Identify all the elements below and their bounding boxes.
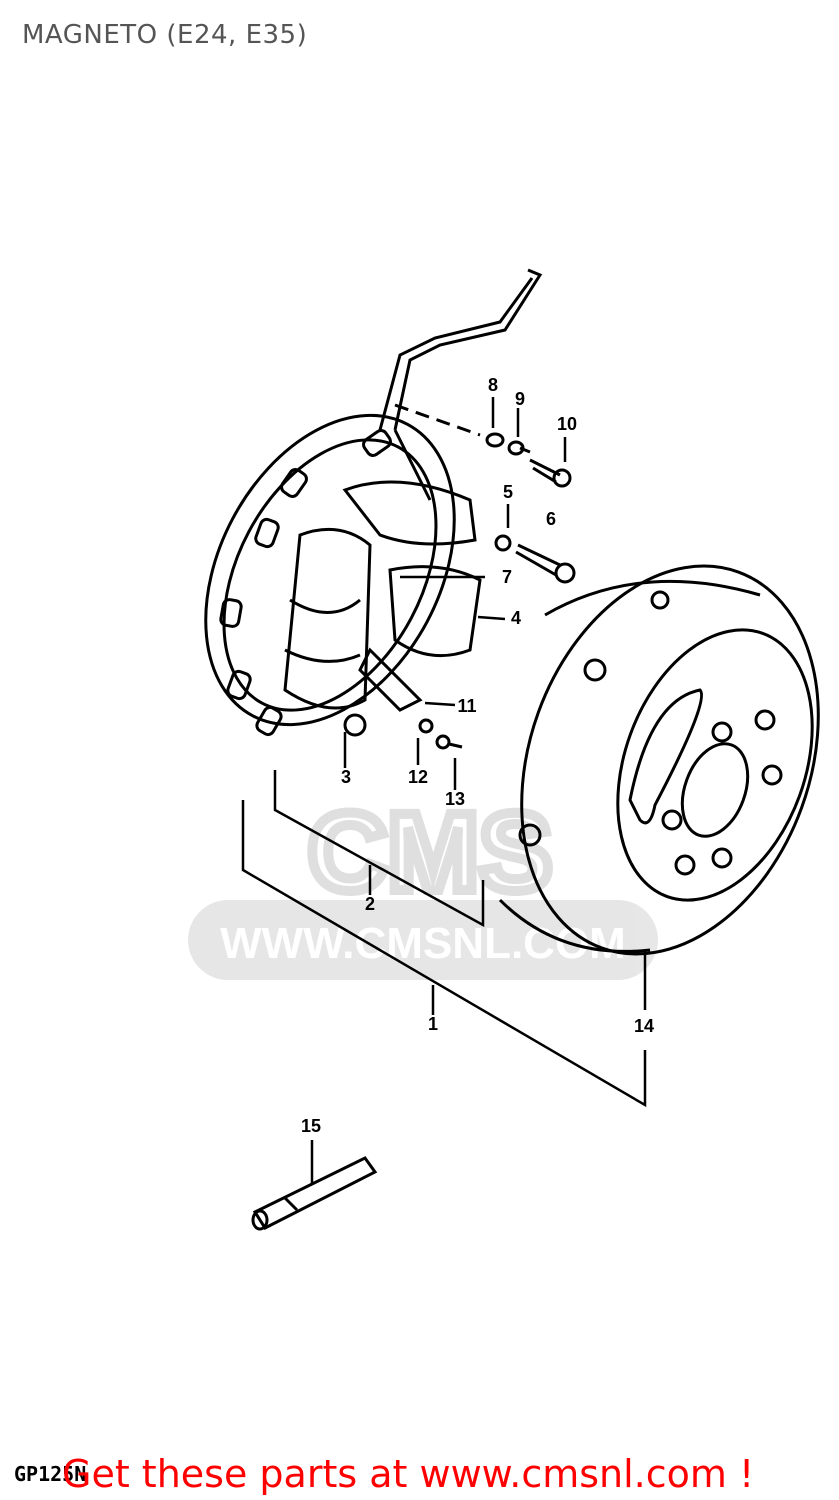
coil-assembly (283, 480, 482, 737)
callout-5: 5 (503, 482, 513, 502)
model-code: GP125N (14, 1462, 87, 1486)
callout-4: 4 (511, 608, 521, 628)
callout-10: 10 (557, 414, 577, 434)
callout-3: 3 (341, 767, 351, 787)
callout-6: 6 (546, 509, 556, 529)
watermark: WWW.CMSNL.COM CMS (188, 786, 658, 980)
callout-15: 15 (301, 1116, 321, 1136)
flywheel-rotor (498, 564, 820, 956)
cta-link[interactable]: Get these parts at www.cmsnl.com ! (62, 1452, 755, 1496)
callout-9: 9 (515, 389, 525, 409)
callout-14: 14 (634, 1016, 654, 1036)
watermark-url: WWW.CMSNL.COM (220, 919, 626, 968)
wire-harness (378, 268, 543, 501)
callout-12: 12 (408, 767, 428, 787)
fasteners (394, 403, 576, 750)
callout-13: 13 (445, 789, 465, 809)
callout-7: 7 (502, 567, 512, 587)
woodruff-pin (251, 1156, 378, 1231)
callout-1: 1 (428, 1014, 438, 1034)
callout-labels: 1 2 3 4 5 6 7 8 9 10 11 12 13 14 15 (301, 375, 654, 1136)
stator-plate (204, 413, 456, 737)
page-title: MAGNETO (E24, E35) (22, 20, 308, 50)
leader-lines (241, 397, 647, 1185)
callout-2: 2 (365, 894, 375, 914)
callout-8: 8 (488, 375, 498, 395)
callout-11: 11 (457, 696, 476, 716)
